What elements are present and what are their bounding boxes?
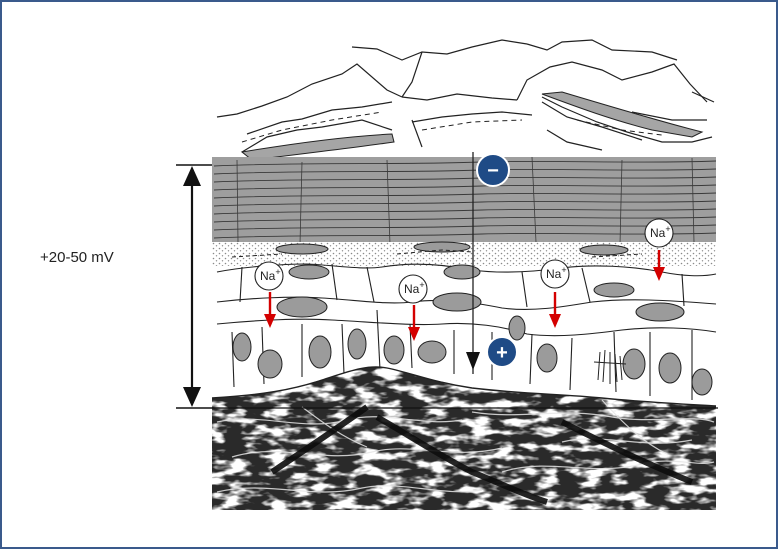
- na-ion-4: Na+: [644, 218, 674, 281]
- na-ion-3: Na+: [540, 259, 570, 328]
- curled-scale: [541, 91, 704, 138]
- stratum-spinosum: [212, 266, 716, 406]
- na-charge-1: +: [275, 267, 280, 277]
- desquamating-scales: [216, 39, 715, 153]
- cell-nuclei: [232, 264, 713, 396]
- positive-charge-icon: +: [486, 336, 518, 368]
- lifting-scale: [240, 133, 395, 161]
- svg-text:Na+: Na+: [546, 265, 567, 281]
- negative-sign: −: [487, 160, 499, 182]
- na-charge-2: +: [419, 280, 424, 290]
- na-label-4: Na: [650, 226, 666, 240]
- voltage-label: +20-50 mV: [40, 249, 114, 266]
- svg-text:Na+: Na+: [260, 267, 281, 283]
- granular-cells: [275, 241, 629, 256]
- dividing-cell: [593, 349, 627, 384]
- svg-text:Na+: Na+: [650, 224, 671, 240]
- svg-text:Na+: Na+: [404, 280, 425, 296]
- basement-membrane: [211, 366, 717, 407]
- na-charge-3: +: [561, 265, 566, 275]
- corneum-layer-lines: [213, 160, 717, 239]
- na-label-3: Na: [546, 267, 562, 281]
- na-ion-2: Na+: [398, 274, 428, 341]
- probe-arrowhead: [466, 352, 480, 370]
- na-label-1: Na: [260, 269, 276, 283]
- na-label-2: Na: [404, 282, 420, 296]
- voltage-arrow-icon: [176, 164, 212, 409]
- na-charge-4: +: [665, 224, 670, 234]
- corneum-cell-borders: [236, 156, 695, 245]
- scale-dashes: [241, 111, 663, 143]
- positive-sign: +: [496, 342, 508, 364]
- granular-dashes: [231, 249, 643, 258]
- negative-charge-icon: −: [476, 153, 510, 187]
- na-ion-1: Na+: [254, 261, 284, 328]
